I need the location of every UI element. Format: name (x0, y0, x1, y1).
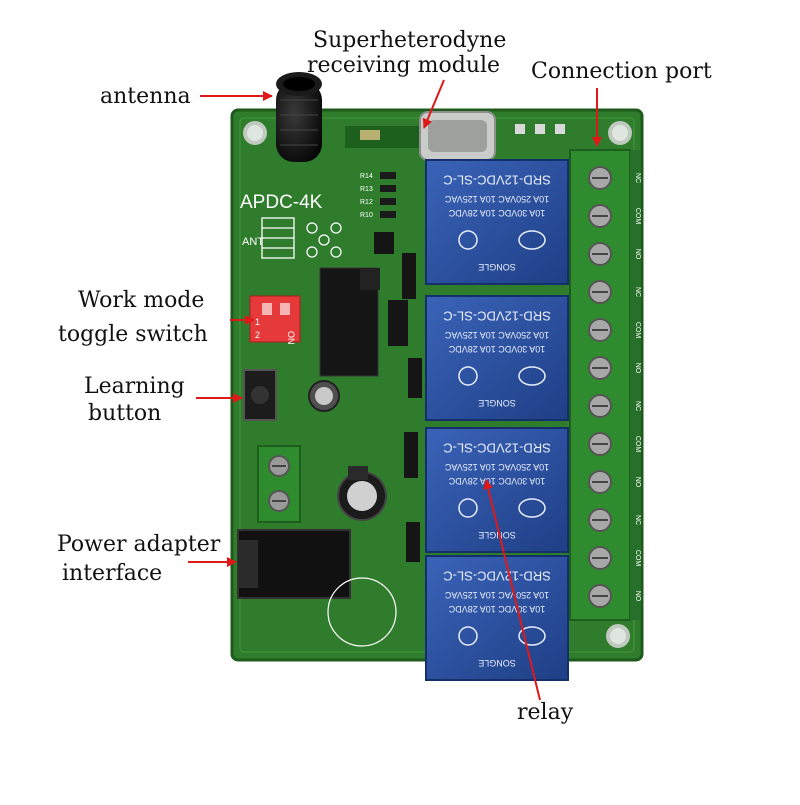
relay-brand: SONGLE (478, 262, 516, 272)
callout-learning-line2: button (88, 401, 161, 426)
relay-body (425, 427, 569, 553)
cqc-logo-icon (518, 366, 546, 386)
relay-4: SRD-12VDC-SL-C 10A 250VAC 10A 125VAC 10A 3… (425, 555, 569, 681)
dip-2-label: 2 (255, 330, 260, 340)
terminal-label: NO (634, 477, 641, 488)
callout-work-mode-line1: Work mode (78, 288, 204, 313)
relay-rating1: 10A 250VAC 10A 125VAC (444, 590, 549, 600)
relay-3: SRD-12VDC-SL-C 10A 250VAC 10A 125VAC 10A 3… (425, 427, 569, 553)
resistors (380, 172, 396, 218)
resistor-label-r13: R13 (360, 186, 373, 193)
callout-module-line2: receiving module (307, 53, 500, 78)
relay-brand: SONGLE (478, 658, 516, 668)
receiver-module (345, 111, 565, 161)
relay-rating2: 10A 30VDC 10A 28VDC (448, 208, 545, 218)
terminal-label: COM (634, 322, 641, 339)
resistor-label-r12: R12 (360, 199, 373, 206)
relay-model: SRD-12VDC-SL-C (443, 308, 551, 323)
relay-rating2: 10A 30VDC 10A 28VDC (448, 476, 545, 486)
terminal-label: NO (634, 363, 641, 374)
ul-logo-icon (458, 230, 478, 250)
relay-group: SRD-12VDC-SL-C 10A 250VAC 10A 125VAC 10A 3… (425, 159, 569, 681)
relay-2: SRD-12VDC-SL-C 10A 250VAC 10A 125VAC 10A 3… (425, 295, 569, 421)
arrow-module (422, 79, 445, 129)
antenna-coil (276, 72, 322, 162)
cqc-logo-icon (518, 626, 546, 646)
relay-model: SRD-12VDC-SL-C (443, 440, 551, 455)
connection-terminal-strip: NC COM NO NC COM NO NC COM NO NC COM NO (569, 149, 641, 621)
relay-body (425, 555, 569, 681)
terminal-label: NO (634, 249, 641, 260)
relay-brand: SONGLE (478, 398, 516, 408)
relay-rating2: 10A 30VDC 10A 28VDC (448, 604, 545, 614)
terminal-label: COM (634, 208, 641, 225)
callout-power-line2: interface (62, 561, 162, 586)
antenna-pad (261, 217, 342, 259)
ant-label: ANT (242, 236, 264, 248)
capacitors (308, 380, 387, 521)
callout-learning-line1: Learning (84, 374, 185, 399)
resistor-label-r14: R14 (360, 173, 373, 180)
silk-circle (327, 577, 397, 647)
relay-model: SRD-12VDC-SL-C (443, 172, 551, 187)
callout-antenna: antenna (100, 84, 191, 109)
board-model: APDC-4K (240, 192, 323, 213)
dc-jack (237, 529, 351, 599)
dip-switch: ON 1 2 (249, 295, 301, 345)
callout-relay: relay (517, 700, 574, 725)
power-terminal-block (257, 445, 301, 523)
terminal-label: NC (634, 515, 641, 525)
terminal-label: COM (634, 436, 641, 453)
learning-button-component (243, 369, 277, 421)
terminal-label: NC (634, 287, 641, 297)
terminal-screws: NC COM NO NC COM NO NC COM NO NC COM NO (588, 166, 641, 608)
dip-1-label: 1 (255, 317, 260, 327)
relay-body (425, 295, 569, 421)
relay-rating1: 10A 250VAC 10A 125VAC (444, 330, 549, 340)
terminal-label: NC (634, 173, 641, 183)
callout-connection-port: Connection port (531, 59, 712, 84)
terminal-label: NC (634, 401, 641, 411)
ic-chips (319, 232, 422, 562)
callout-arrows (188, 79, 602, 701)
resistor-label-r10: R10 (360, 212, 373, 219)
cqc-logo-icon (518, 498, 546, 518)
mounting-holes (243, 121, 632, 648)
relay-rating1: 10A 250VAC 10A 125VAC (444, 194, 549, 204)
relay-body (425, 159, 569, 285)
terminal-label: NO (634, 591, 641, 602)
callout-module-line1: Superheterodyne (313, 28, 506, 53)
callout-work-mode-line2: toggle switch (58, 322, 208, 347)
ul-logo-icon (458, 366, 478, 386)
relay-rating1: 10A 250VAC 10A 125VAC (444, 462, 549, 472)
relay-rating2: 10A 30VDC 10A 28VDC (448, 344, 545, 354)
cqc-logo-icon (518, 230, 546, 250)
resistor-labels: R14 R13 R12 R10 (360, 173, 373, 219)
ul-logo-icon (458, 498, 478, 518)
dip-on-label: ON (286, 331, 296, 345)
relay-model: SRD-12VDC-SL-C (443, 568, 551, 583)
ul-logo-icon (458, 626, 478, 646)
terminal-label: COM (634, 550, 641, 567)
arrow-relay (483, 479, 541, 701)
callout-power-line1: Power adapter (57, 532, 221, 557)
relay-brand: SONGLE (478, 530, 516, 540)
relay-1: SRD-12VDC-SL-C 10A 250VAC 10A 125VAC 10A 3… (425, 159, 569, 285)
